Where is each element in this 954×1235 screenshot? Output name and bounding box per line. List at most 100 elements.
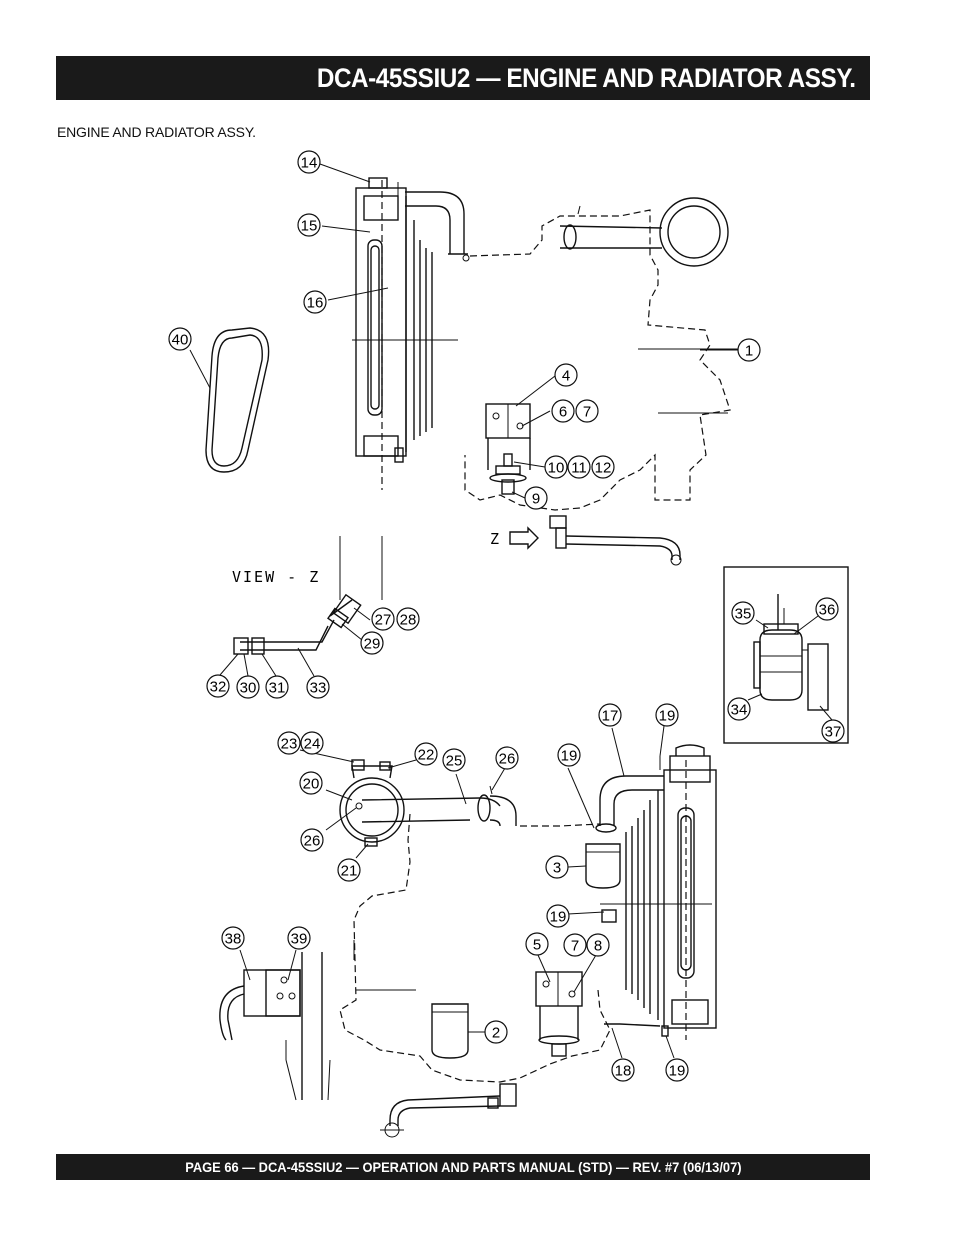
callout-7: 7	[575, 399, 599, 423]
svg-text:36: 36	[819, 602, 836, 619]
svg-text:26: 26	[499, 751, 516, 768]
callout-1: 1	[737, 338, 761, 362]
svg-text:40: 40	[172, 332, 189, 349]
upper-drain-pipe	[509, 515, 682, 566]
svg-text:35: 35	[735, 606, 752, 623]
upper-hose	[405, 191, 470, 262]
callout-32: 32	[206, 674, 230, 698]
callout-19-a: 19	[655, 703, 679, 727]
callout-14: 14	[297, 150, 321, 174]
callout-30: 30	[236, 675, 260, 699]
callout-10: 10	[544, 455, 568, 479]
callout-29: 29	[360, 631, 384, 655]
callout-28: 28	[396, 607, 420, 631]
svg-text:21: 21	[341, 863, 358, 880]
svg-text:1: 1	[745, 343, 753, 360]
svg-text:20: 20	[303, 776, 320, 793]
svg-text:26: 26	[304, 833, 321, 850]
callout-38: 38	[221, 926, 245, 950]
callout-18: 18	[611, 1058, 635, 1082]
lower-filter-2	[431, 1003, 469, 1059]
callout-7-b: 7	[563, 933, 587, 957]
callout-24: 24	[300, 731, 324, 755]
svg-text:16: 16	[307, 295, 324, 312]
callout-25: 25	[442, 748, 466, 772]
svg-text:11: 11	[571, 460, 587, 477]
callout-40: 40	[168, 327, 192, 351]
callout-26-a: 26	[495, 746, 519, 770]
svg-text:23: 23	[281, 736, 298, 753]
upper-engine-block	[464, 197, 738, 511]
svg-text:7: 7	[571, 938, 579, 955]
callout-5: 5	[525, 932, 549, 956]
svg-text:8: 8	[594, 938, 602, 955]
svg-text:12: 12	[595, 460, 612, 477]
page-title: DCA-45SSIU2 — ENGINE AND RADIATOR ASSY.	[317, 62, 856, 93]
svg-text:10: 10	[548, 460, 565, 477]
svg-text:3: 3	[553, 860, 561, 877]
sensor-detail-box	[723, 566, 849, 744]
callout-39: 39	[287, 926, 311, 950]
callout-34: 34	[727, 697, 751, 721]
view-z-detail	[233, 536, 383, 655]
callout-9: 9	[524, 486, 548, 510]
svg-text:25: 25	[446, 753, 463, 770]
callout-36: 36	[815, 597, 839, 621]
callout-6: 6	[551, 399, 575, 423]
callout-19-d: 19	[665, 1058, 689, 1082]
callout-2: 2	[484, 1020, 508, 1044]
svg-text:19: 19	[669, 1063, 686, 1080]
lower-hose	[595, 775, 664, 833]
svg-text:6: 6	[559, 404, 567, 421]
svg-text:14: 14	[301, 155, 318, 172]
callout-11: 11	[567, 455, 591, 479]
battery-bracket-detail	[219, 952, 331, 1101]
upper-radiator	[352, 177, 458, 490]
view-z-label: VIEW - Z	[232, 568, 320, 586]
svg-text:27: 27	[375, 612, 392, 629]
svg-text:29: 29	[364, 636, 381, 653]
upper-mount-bracket	[485, 403, 531, 495]
page-title-bar: DCA-45SSIU2 — ENGINE AND RADIATOR ASSY.	[56, 56, 870, 100]
svg-text:31: 31	[269, 680, 286, 697]
svg-text:19: 19	[550, 909, 567, 926]
svg-text:39: 39	[291, 931, 308, 948]
callout-31: 31	[265, 675, 289, 699]
callout-12: 12	[591, 455, 615, 479]
svg-text:15: 15	[301, 218, 318, 235]
callout-3: 3	[545, 855, 569, 879]
lower-mount-bracket	[535, 971, 583, 1057]
callout-23: 23	[277, 731, 301, 755]
callout-15: 15	[297, 213, 321, 237]
svg-text:32: 32	[210, 679, 227, 696]
fan-belt	[205, 327, 270, 473]
lower-air-cleaner	[339, 759, 517, 847]
svg-text:22: 22	[418, 747, 435, 764]
callout-21: 21	[337, 858, 361, 882]
svg-text:24: 24	[304, 736, 321, 753]
svg-text:18: 18	[615, 1063, 632, 1080]
lower-engine-block	[339, 813, 611, 1083]
svg-text:4: 4	[562, 368, 570, 385]
svg-text:19: 19	[561, 748, 578, 765]
leader-lines	[189, 163, 833, 1059]
lower-radiator	[600, 744, 717, 1040]
svg-text:19: 19	[659, 708, 676, 725]
callout-4: 4	[554, 363, 578, 387]
lower-drain-pipe	[380, 1083, 517, 1138]
callout-27: 27	[371, 607, 395, 631]
svg-text:7: 7	[583, 404, 591, 421]
svg-text:33: 33	[310, 680, 327, 697]
callout-33: 33	[306, 675, 330, 699]
svg-text:37: 37	[825, 724, 842, 741]
callout-19-c: 19	[546, 904, 570, 928]
callout-20: 20	[299, 771, 323, 795]
callout-37: 37	[821, 719, 845, 743]
diagram-caption: ENGINE AND RADIATOR ASSY.	[57, 124, 256, 140]
callout-17: 17	[598, 703, 622, 727]
lower-filter-3	[585, 843, 621, 889]
callout-22: 22	[414, 742, 438, 766]
callout-8: 8	[586, 933, 610, 957]
svg-text:17: 17	[602, 708, 619, 725]
